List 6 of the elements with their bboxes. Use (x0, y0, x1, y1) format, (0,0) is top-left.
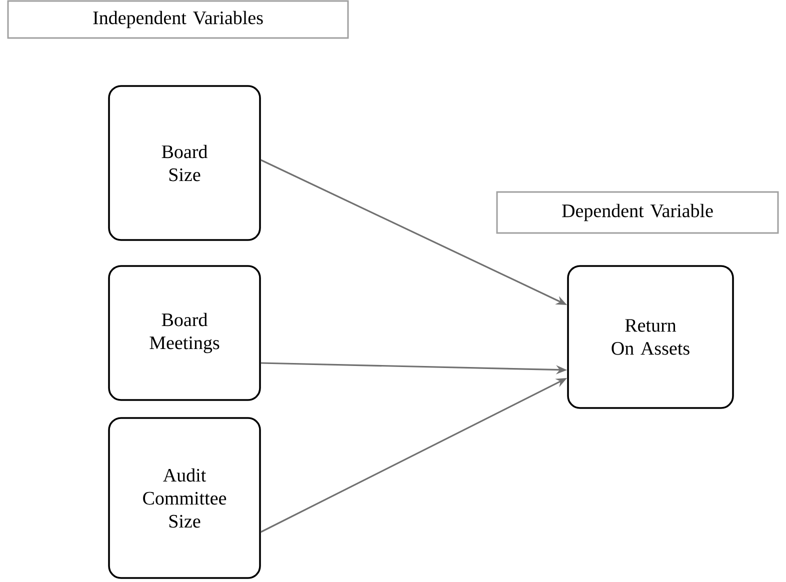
variable-box: Board Size (108, 85, 261, 241)
variable-box: Audit Committee Size (108, 417, 261, 579)
variable-box: Board Meetings (108, 265, 261, 401)
variable-box: Return On Assets (567, 265, 734, 409)
label-box: Independent Variables (7, 0, 349, 39)
label-box: Dependent Variable (496, 191, 779, 234)
